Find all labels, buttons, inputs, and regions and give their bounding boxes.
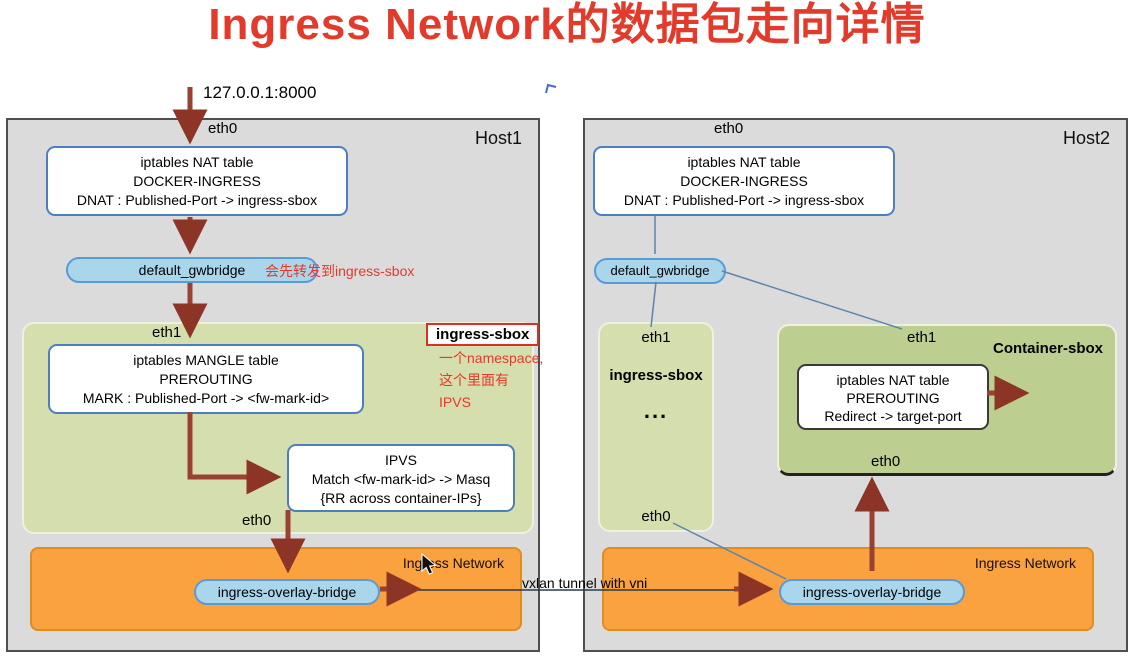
container-nat-line: Redirect -> target-port [824,408,962,424]
container-nat-table-box: iptables NAT table PREROUTING Redirect -… [797,364,989,430]
host2-ingress-overlay-bridge-pill: ingress-overlay-bridge [779,579,965,605]
host1-default-gwbridge-pill: default_gwbridge [66,257,318,283]
mangle-line: PREROUTING [159,371,253,387]
ingress-sbox-note: 一个namespace, 这个里面有 IPVS [439,347,543,413]
mangle-line: iptables MANGLE table [133,352,279,368]
mangle-line: MARK : Published-Port -> <fw-mark-id> [82,390,330,406]
page-title: Ingress Network的数据包走向详情 [208,0,926,49]
ingress-sbox-callout: ingress-sbox [426,323,540,346]
note-line: 这个里面有 [439,372,509,388]
host1-ipvs-box: IPVS Match <fw-mark-id> -> Masq {RR acro… [287,444,515,512]
nat-line: DOCKER-INGRESS [133,173,261,189]
host2-default-gwbridge-pill: default_gwbridge [594,258,726,284]
stray-mark [545,83,557,94]
host2-label: Host2 [1062,128,1110,148]
ellipsis-text: ... [643,398,669,423]
host2-nat-table-box: iptables NAT table DOCKER-INGRESS DNAT :… [593,146,895,216]
host2-eth0-label: eth0 [714,120,744,137]
note-line: IPVS [439,394,471,410]
nat-line: DNAT : Published-Port -> ingress-sbox [623,192,865,208]
nat-line: iptables NAT table [140,154,254,170]
host1-mangle-table-box: iptables MANGLE table PREROUTING MARK : … [48,344,364,414]
note-line: 一个namespace, [439,350,544,366]
host1-ingress-overlay-bridge-pill: ingress-overlay-bridge [194,579,380,605]
host2-ingress-network-label: Ingress Network [974,555,1076,571]
host2-sbox-name: ingress-sbox [609,367,703,384]
container-eth1-label: eth1 [907,329,937,346]
container-sbox-name: Container-sbox [992,340,1103,357]
host1-eth0-label: eth0 [208,120,238,137]
container-eth0-label: eth0 [871,453,901,470]
ipvs-line: IPVS [385,452,417,468]
container-nat-line: PREROUTING [846,390,940,406]
ipvs-line: {RR across container-IPs} [320,490,482,506]
host1-sbox-eth0-label: eth0 [242,512,272,529]
host2-sbox-eth0-label: eth0 [641,508,671,525]
host2-ingress-network-box: Ingress Network ingress-overlay-bridge [602,547,1094,631]
ipvs-line: Match <fw-mark-id> -> Masq [311,471,491,487]
container-nat-line: iptables NAT table [836,372,950,388]
host2-panel: eth0 Host2 iptables NAT table DOCKER-ING… [583,118,1128,652]
host1-ingress-network-box: Ingress Network ingress-overlay-bridge [30,547,522,631]
host2-sbox-eth1-label: eth1 [641,329,671,346]
host2-ingress-sbox-box: eth1 ingress-sbox ... eth0 [598,322,714,532]
host1-label: Host1 [474,128,522,148]
nat-line: DNAT : Published-Port -> ingress-sbox [76,192,318,208]
gwbridge-annotation: 会先转发到ingress-sbox [265,263,415,279]
vxlan-tunnel-label: vxlan tunnel with vni [522,575,648,591]
nat-line: DOCKER-INGRESS [680,173,808,189]
host1-ingress-network-label: Ingress Network [402,555,504,571]
host1-sbox-eth1-label: eth1 [152,324,182,341]
host2-container-sbox-box: eth1 Container-sbox iptables NAT table P… [777,324,1117,476]
entry-address: 127.0.0.1:8000 [203,83,317,102]
host1-nat-table-box: iptables NAT table DOCKER-INGRESS DNAT :… [46,146,348,216]
host1-ingress-sbox-namespace: eth1 iptables MANGLE table PREROUTING MA… [22,322,534,534]
nat-line: iptables NAT table [687,154,801,170]
host1-panel: eth0 Host1 iptables NAT table DOCKER-ING… [6,118,543,652]
